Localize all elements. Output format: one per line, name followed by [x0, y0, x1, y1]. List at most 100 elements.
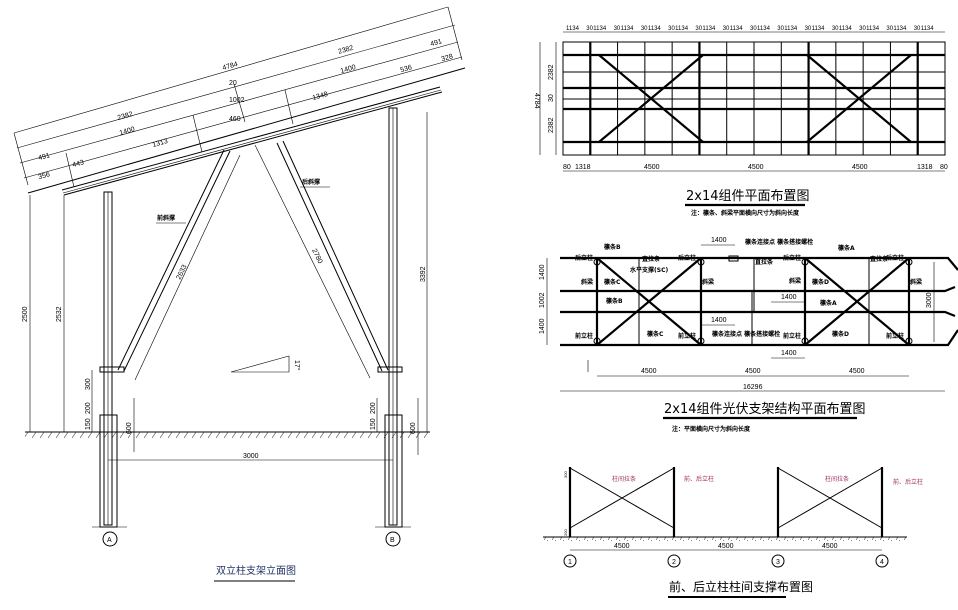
- label-beam-3: 斜梁: [788, 277, 801, 285]
- structure-plan: 檩条B 檩条A 后立柱 后立柱 后立柱 后立柱 直拉条 直拉条 直拉条 水平支撑…: [539, 237, 958, 433]
- dim-front-brace-length: 2633: [176, 264, 189, 281]
- ground-hatch: [25, 432, 430, 438]
- dim-module-width: 1134: [566, 26, 580, 32]
- axis-label-b: B: [390, 537, 395, 544]
- dim-module-gap: 30: [614, 26, 621, 32]
- label-purlin-d-mid: 檩条D: [812, 278, 829, 286]
- dim-post-lower-rear: 150: [370, 418, 377, 430]
- dim-module-width: 1134: [593, 26, 607, 32]
- dim-bottom-1: 1318: [575, 164, 591, 171]
- dim-right-3000: 3000: [926, 292, 933, 308]
- dim-bottom-6: 80: [940, 164, 948, 171]
- dim-left-gap: 30: [548, 94, 555, 102]
- dim-module-width: 1134: [730, 26, 744, 32]
- dim-bottom-overhang: 491: [38, 152, 51, 162]
- dim-embed-front: 600: [126, 422, 133, 434]
- inclined-beam: [27, 67, 466, 196]
- label-front-post-4: 前立柱: [886, 332, 904, 340]
- structure-plan-title: 2x14组件光伏支架结构平面布置图: [664, 402, 866, 417]
- axis-label-a: A: [107, 537, 112, 544]
- dim-bay-1: 4500: [641, 368, 657, 375]
- axis-label-1: 1: [568, 559, 572, 566]
- elevation-title: 双立柱支架立面图: [216, 564, 296, 577]
- dim-bottom-200: 200: [563, 529, 568, 536]
- dim-height-total: 4784: [533, 93, 540, 109]
- label-front-post-3: 前立柱: [783, 332, 801, 340]
- dim-post-upper: 200: [85, 402, 92, 414]
- label-front-post-1: 前立柱: [575, 332, 593, 340]
- dim-module-gap: 30: [723, 26, 730, 32]
- rear-brace: [254, 140, 389, 379]
- dim-lower-panel: 2382: [117, 111, 134, 122]
- dim-bay-2: 4500: [718, 543, 734, 550]
- dim-rear-brace-length: 2780: [310, 248, 323, 265]
- label-purlin-b-top: 檩条B: [604, 243, 621, 251]
- label-purlin-b-mid: 檩条B: [606, 297, 623, 305]
- dim-total-width: 4784: [222, 61, 239, 72]
- dim-front-span: 1313: [152, 138, 169, 149]
- dim-top-300: 300: [563, 471, 568, 478]
- dim-bay-2: 4500: [745, 368, 761, 375]
- dim-offset-3: 1400: [781, 294, 797, 301]
- dim-left-1002: 1002: [539, 292, 546, 308]
- dim-bottom-4: 4500: [852, 164, 868, 171]
- axis-label-2: 2: [672, 559, 676, 566]
- dim-module-gap: 30: [750, 26, 757, 32]
- label-rear-post-4: 后立柱: [886, 254, 904, 262]
- dim-rear-span: 1348: [312, 91, 329, 102]
- dim-module-width: 1134: [812, 26, 826, 32]
- label-post-2: 前、后立柱: [893, 478, 923, 486]
- dim-post-lower: 150: [85, 418, 92, 430]
- label-purlin-c-bottom: 檩条C: [647, 330, 664, 338]
- dim-left-lower: 2382: [548, 117, 555, 133]
- label-tie-2: 直拉条: [755, 258, 774, 266]
- axis-label-4: 4: [880, 559, 884, 566]
- dim-bottom-0: 80: [563, 164, 571, 171]
- dim-module-gap: 30: [777, 26, 784, 32]
- dim-module-width: 1134: [866, 26, 880, 32]
- dim-bottom-edge: 356: [38, 171, 51, 181]
- label-purlin-d-bottom: 檩条D: [832, 330, 849, 338]
- dim-module-gap: 30: [586, 26, 593, 32]
- dim-module-width: 1134: [784, 26, 798, 32]
- axis-label-3: 3: [776, 559, 780, 566]
- dim-module-gap: 30: [886, 26, 893, 32]
- dim-bottom-2: 4500: [644, 164, 660, 171]
- dim-embed-rear: 600: [410, 422, 417, 434]
- label-front-post-2: 前立柱: [678, 332, 696, 340]
- label-beam-2: 斜梁: [701, 278, 714, 286]
- front-post: [99, 191, 118, 528]
- dim-mid: 1002: [229, 97, 245, 104]
- dim-module-gap: 30: [914, 26, 921, 32]
- dim-brace-base: 300: [85, 378, 92, 390]
- dim-rear-height: 3392: [420, 266, 427, 282]
- label-horizontal-brace: 水平支撑(SC): [630, 266, 668, 274]
- dim-post-upper-rear: 200: [370, 402, 377, 414]
- axis-marker-b: [385, 531, 401, 547]
- dim-top-purlin-gap: 536: [400, 64, 413, 74]
- dim-upper-purlin: 1400: [340, 64, 357, 75]
- dim-module-width: 1134: [675, 26, 689, 32]
- slope-dimension-lines: [13, 6, 463, 188]
- dim-left-1400-bottom: 1400: [539, 318, 546, 334]
- dim-left-1400-top: 1400: [539, 264, 546, 280]
- label-joint-top: 檩条连接点 檩条搭接螺栓: [745, 238, 813, 246]
- dim-front-height: 2500: [22, 306, 29, 322]
- label-rear-post-1: 后立柱: [575, 254, 593, 262]
- dim-offset-1: 1400: [711, 237, 727, 244]
- dim-bay-1: 4500: [614, 543, 630, 550]
- label-rear-post-2: 后立柱: [678, 254, 696, 262]
- rear-post: [384, 107, 403, 528]
- structure-plan-note: 注：平面横向尺寸为斜向长度: [672, 425, 751, 433]
- dim-upper-panel: 2382: [337, 45, 354, 56]
- dim-lower-purlin: 1400: [119, 126, 136, 137]
- dim-module-gap: 30: [805, 26, 812, 32]
- dim-center: 460: [229, 116, 241, 123]
- slope-angle-symbol: [230, 355, 290, 373]
- label-tie-1: 直拉条: [642, 255, 661, 263]
- dim-module-gap: 30: [695, 26, 702, 32]
- dim-front-top: 2532: [56, 306, 63, 322]
- dim-top-overhang: 491: [430, 38, 443, 48]
- layout-plan-note: 注：檩条、斜梁平面横向尺寸为斜向长度: [691, 209, 800, 217]
